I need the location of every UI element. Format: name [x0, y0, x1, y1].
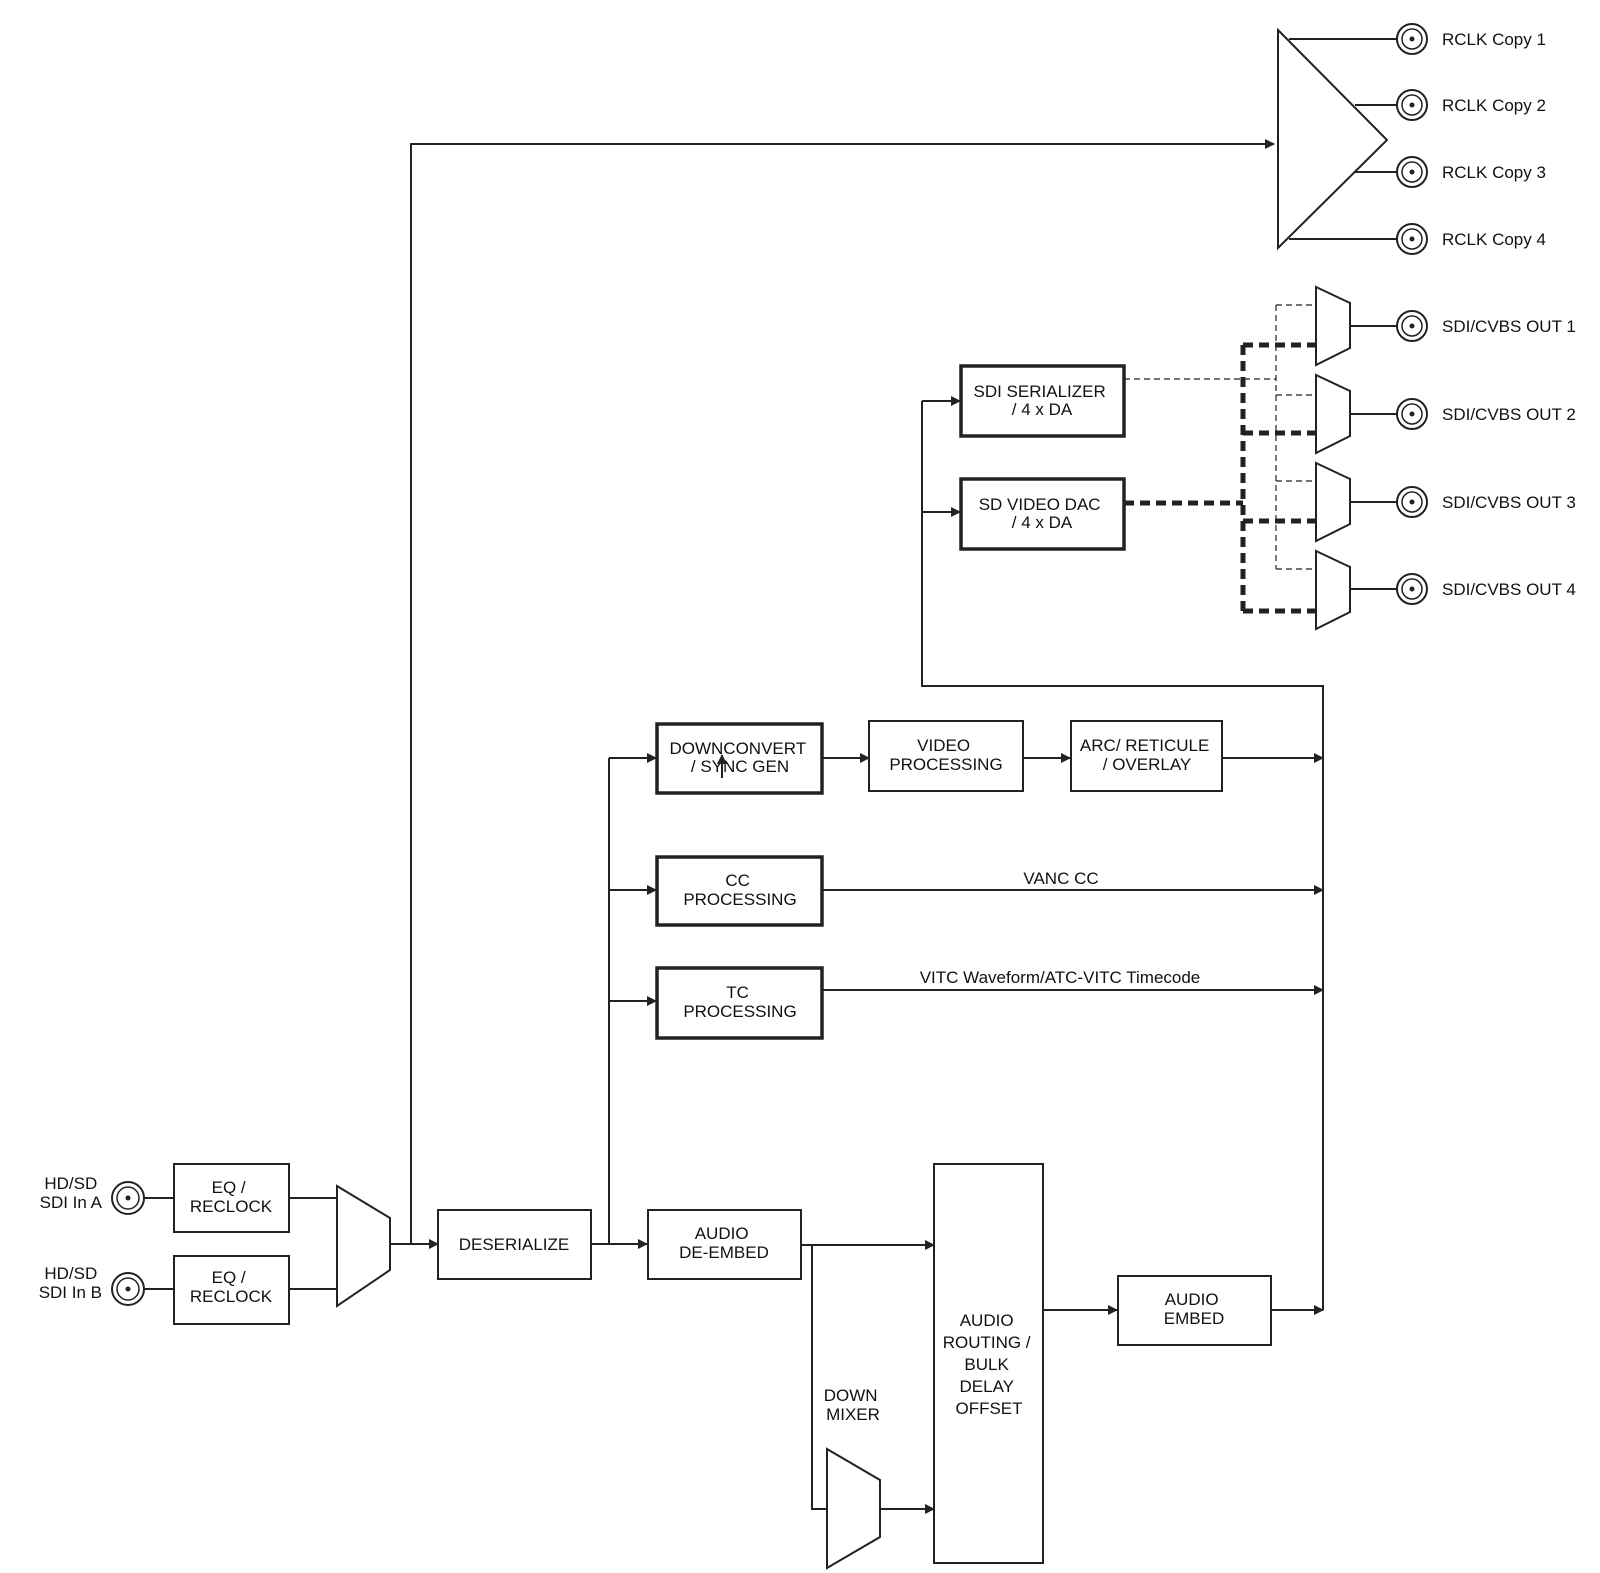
tc-processing-label: TC PROCESSING	[683, 983, 796, 1021]
eq-reclock-b-block	[173, 1255, 290, 1325]
connector-icon	[1396, 156, 1428, 188]
audio-deembed-label: AUDIO DE-EMBED	[679, 1224, 769, 1262]
output-mux-3	[1315, 461, 1351, 543]
downconvert-label: DOWNCONVERT / SYNC GEN	[669, 739, 810, 776]
downconvert-block	[655, 722, 824, 795]
eq-reclock-b-label: EQ / RECLOCK	[190, 1268, 273, 1306]
arc-reticule-overlay-label: ARC/ RETICULE / OVERLAY	[1080, 736, 1214, 774]
eq-reclock-a-label: EQ / RECLOCK	[190, 1178, 273, 1216]
cc-processing-label: CC PROCESSING	[683, 871, 796, 909]
rclk-amplifier	[1277, 27, 1389, 251]
sd-video-dac-label: SD VIDEO DAC / 4 x DA	[979, 495, 1106, 532]
sdi-output-label: SDI/CVBS OUT 2	[1442, 405, 1576, 424]
vitc-label: VITC Waveform/ATC-VITC Timecode	[920, 968, 1201, 987]
sdi-serializer-label: SDI SERIALIZER / 4 x DA	[974, 382, 1111, 419]
deserialize-block	[437, 1209, 592, 1280]
deserialize-label: DESERIALIZE	[459, 1235, 570, 1254]
audio-routing-label: AUDIO ROUTING / BULK DELAY OFFSET	[943, 1311, 1036, 1418]
rclk-output-label: RCLK Copy 4	[1442, 230, 1546, 249]
rclk-output-label: RCLK Copy 1	[1442, 30, 1546, 49]
connector-icon	[1396, 223, 1428, 255]
sd-video-dac-block	[959, 477, 1126, 551]
output-mux-1	[1315, 285, 1351, 367]
output-mux-4	[1315, 549, 1351, 631]
connector-icon	[111, 1181, 145, 1215]
rclk-output-label: RCLK Copy 2	[1442, 96, 1546, 115]
connector-icon	[1396, 486, 1428, 518]
connector-icon	[1396, 89, 1428, 121]
video-processing-block	[868, 720, 1024, 792]
input-label-b: HD/SD SDI In B	[39, 1264, 102, 1302]
cc-processing-block	[655, 855, 824, 927]
audio-routing-block	[933, 1163, 1044, 1564]
connector-icon	[1396, 23, 1428, 55]
sdi-serializer-block	[959, 364, 1126, 438]
connector-icon	[111, 1272, 145, 1306]
audio-embed-label: AUDIO EMBED	[1164, 1290, 1224, 1328]
sdi-output-label: SDI/CVBS OUT 4	[1442, 580, 1576, 599]
down-mixer-shape	[826, 1447, 881, 1570]
rclk-output-label: RCLK Copy 3	[1442, 163, 1546, 182]
input-mux	[336, 1184, 391, 1308]
sdi-output-label: SDI/CVBS OUT 1	[1442, 317, 1576, 336]
vanc-cc-label: VANC CC	[1023, 869, 1098, 888]
tc-processing-block	[655, 966, 824, 1040]
connector-icon	[1396, 398, 1428, 430]
output-mux-2	[1315, 373, 1351, 455]
connector-icon	[1396, 573, 1428, 605]
connector-icon	[1396, 310, 1428, 342]
audio-embed-block	[1117, 1275, 1272, 1346]
sdi-output-label: SDI/CVBS OUT 3	[1442, 493, 1576, 512]
video-processing-label: VIDEO PROCESSING	[889, 736, 1002, 774]
input-label-a: HD/SD SDI In A	[40, 1174, 103, 1212]
down-mixer-label: DOWN MIXER	[824, 1386, 883, 1424]
eq-reclock-a-block	[173, 1163, 290, 1233]
arc-reticule-overlay-block	[1070, 720, 1223, 792]
